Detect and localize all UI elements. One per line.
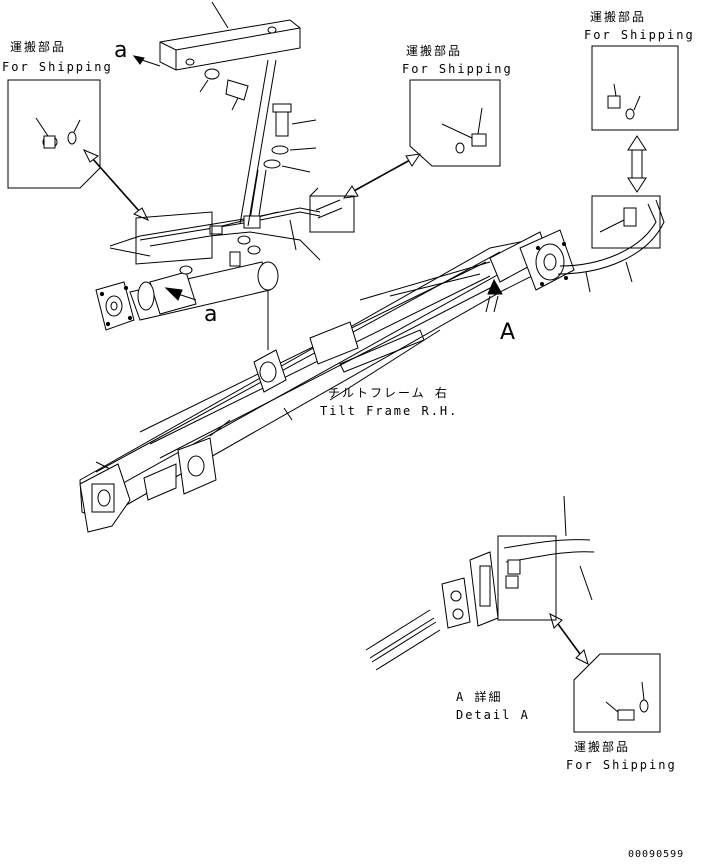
- tilt-frame: [79, 199, 665, 533]
- detail-a-label-jp: A 詳細: [456, 690, 503, 704]
- shipping-label-jp-left: 運搬部品: [10, 40, 67, 54]
- detail-a-label-en: Detail A: [456, 708, 530, 722]
- shipping-box-right: [591, 45, 679, 131]
- tilt-frame-label-jp: チルトフレーム 右: [328, 386, 449, 400]
- hydraulic-hoses: [139, 207, 321, 261]
- view-mark-A: A: [500, 320, 516, 345]
- shipping-box-left: [7, 79, 101, 189]
- tilt-cylinder: [95, 251, 279, 350]
- view-mark-a-top: a: [114, 38, 128, 63]
- detail-a-assembly: [365, 495, 595, 671]
- double-arrows: [82, 135, 647, 665]
- hose-clamp-box: [591, 195, 661, 249]
- shipping-label-en-middle: For Shipping: [402, 62, 513, 76]
- leader-lines: [239, 59, 633, 293]
- bolt-set: [249, 103, 317, 223]
- shipping-label-en-left: For Shipping: [2, 60, 113, 74]
- shipping-label-jp-middle: 運搬部品: [406, 44, 463, 58]
- hose-detail-box: [309, 187, 355, 233]
- shipping-label-en-right: For Shipping: [584, 28, 695, 42]
- shipping-box-bottom: [573, 653, 661, 733]
- view-a-arrow-top: [132, 55, 161, 67]
- tilt-frame-label-en: Tilt Frame R.H.: [320, 404, 459, 418]
- shipping-label-jp-bottom: 運搬部品: [574, 740, 631, 754]
- shipping-box-middle: [409, 79, 501, 167]
- shipping-label-jp-right: 運搬部品: [590, 10, 647, 24]
- hose-end-box: [109, 211, 213, 265]
- shipping-label-en-bottom: For Shipping: [566, 758, 677, 772]
- drawing-number: 00090599: [628, 849, 685, 860]
- view-mark-a-bottom: a: [204, 302, 218, 327]
- top-bracket: [159, 1, 301, 111]
